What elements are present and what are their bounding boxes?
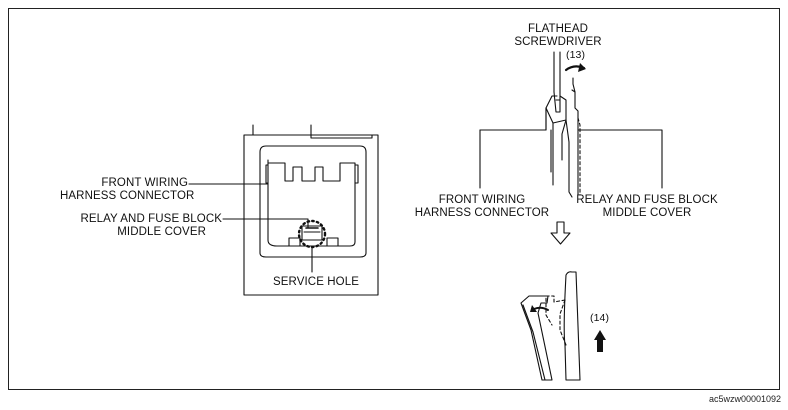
right-relay-line1: RELAY AND FUSE BLOCK — [576, 194, 718, 206]
left-connector-drawing — [188, 124, 379, 296]
right-front-wiring-line1: FRONT WIRING — [438, 194, 526, 206]
left-front-wiring-line1: FRONT WIRING — [101, 177, 188, 189]
step-13-label: (13) — [566, 49, 586, 61]
left-front-wiring-label: FRONT WIRING HARNESS CONNECTOR — [60, 177, 195, 203]
right-section-drawing — [479, 51, 663, 198]
left-relay-line1: RELAY AND FUSE BLOCK — [80, 213, 222, 225]
left-front-wiring-line2: HARNESS CONNECTOR — [60, 190, 195, 202]
tool-line1: FLATHEAD — [527, 23, 588, 35]
figure-frame — [8, 8, 780, 390]
right-front-wiring-label: FRONT WIRING HARNESS CONNECTOR — [414, 194, 550, 220]
flathead-screwdriver-label: FLATHEAD SCREWDRIVER — [505, 23, 611, 49]
lower-section-drawing — [520, 271, 606, 381]
right-front-wiring-line2: HARNESS CONNECTOR — [414, 207, 550, 219]
left-relay-cover-label: RELAY AND FUSE BLOCK MIDDLE COVER — [50, 213, 222, 239]
step-14-label: (14) — [590, 312, 610, 324]
right-relay-line2: MIDDLE COVER — [602, 207, 692, 219]
next-step-arrow — [550, 221, 571, 245]
tool-line2: SCREWDRIVER — [514, 36, 602, 48]
right-relay-cover-label: RELAY AND FUSE BLOCK MIDDLE COVER — [566, 194, 728, 220]
service-hole-label: SERVICE HOLE — [273, 276, 359, 288]
left-relay-line2: MIDDLE COVER — [117, 226, 206, 238]
figure-reference-code: ac5wzw00001092 — [709, 394, 782, 404]
